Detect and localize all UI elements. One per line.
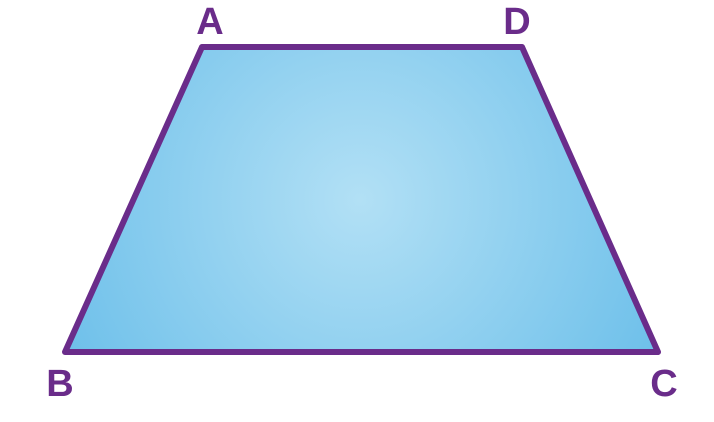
vertex-label-c: C: [650, 363, 677, 405]
vertex-label-a: A: [196, 1, 223, 43]
vertex-label-d: D: [503, 1, 530, 43]
vertex-label-b: B: [46, 363, 73, 405]
trapezoid-shape: [62, 44, 661, 355]
